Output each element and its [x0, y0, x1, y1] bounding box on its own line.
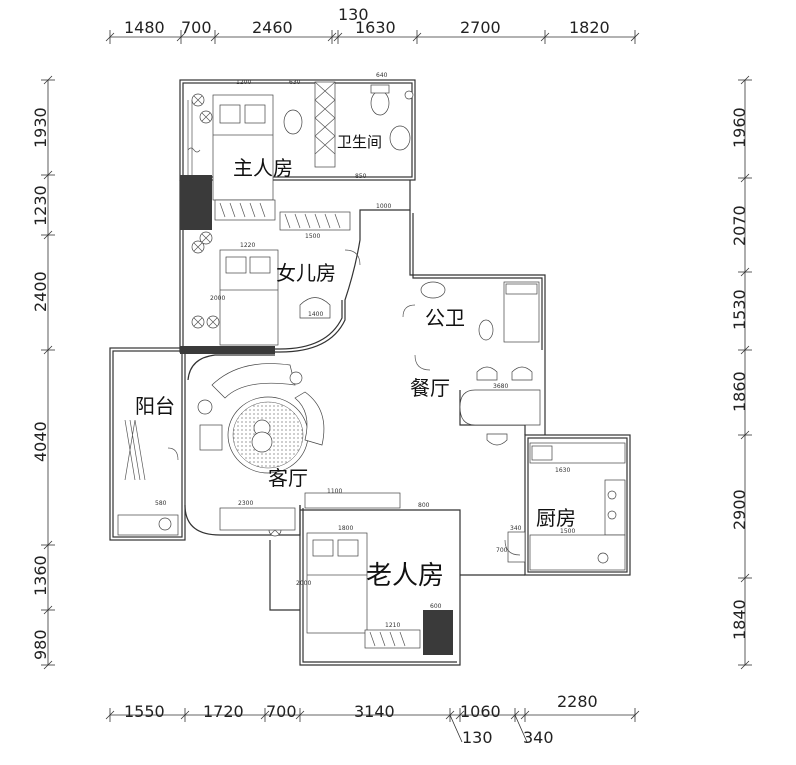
master-wall-heater — [187, 100, 201, 175]
daughter-wardrobe — [279, 211, 351, 231]
master-toilet — [283, 109, 303, 135]
dim-right-3: 1530 — [730, 289, 749, 330]
tiny-label: 1800 — [338, 525, 353, 532]
dim-bottom-2: 1720 — [203, 702, 244, 721]
closet-column — [314, 81, 336, 168]
dim-bottom-8: 340 — [523, 728, 554, 747]
room-label-living: 客厅 — [268, 466, 308, 490]
dim-right-5: 2900 — [730, 489, 749, 530]
tiny-label: 1500 — [305, 233, 320, 240]
dim-left-3: 2400 — [31, 271, 50, 312]
dim-top-2: 700 — [181, 18, 212, 37]
tiny-label: 640 — [376, 72, 388, 79]
room-label-kitchen: 厨房 — [536, 506, 576, 530]
tiny-label: 630 — [289, 79, 301, 86]
right-dimension-chain: 1960 2070 1530 1860 2900 1840 — [730, 75, 752, 670]
room-label-public-bath: 公卫 — [425, 306, 465, 330]
dining-set — [459, 366, 541, 446]
tiny-label: 1220 — [240, 242, 255, 249]
tiny-label: 1500 — [560, 528, 575, 535]
tiny-label: 1210 — [385, 622, 400, 629]
left-dimension-chain: 1930 1230 2400 4040 1360 980 — [31, 75, 55, 670]
walls — [109, 79, 631, 666]
dim-right-4: 1860 — [730, 371, 749, 412]
dim-top-4: 130 — [338, 5, 369, 24]
tiny-label: 340 — [510, 525, 522, 532]
black-column-elder — [423, 610, 453, 655]
tiny-label: 1000 — [376, 203, 391, 210]
room-label-bathroom: 卫生间 — [337, 133, 382, 151]
daughter-desk — [299, 297, 331, 319]
tiny-label: 1100 — [327, 488, 342, 495]
tv-cabinet — [219, 507, 296, 531]
dim-bottom-4: 3140 — [354, 702, 395, 721]
dim-left-4: 4040 — [31, 421, 50, 462]
bathroom-fixtures — [370, 84, 414, 151]
dim-bottom-7: 130 — [462, 728, 493, 747]
tiny-label: 3680 — [493, 383, 508, 390]
top-dimension-chain: 1480 700 2460 130 1630 2700 1820 — [105, 5, 640, 44]
dim-bottom-1: 1550 — [124, 702, 165, 721]
dim-right-1: 1960 — [730, 107, 749, 148]
public-bath-fixtures — [420, 281, 540, 343]
dim-top-7: 1820 — [569, 18, 610, 37]
elder-bed — [306, 532, 368, 634]
dim-top-5: 1630 — [355, 18, 396, 37]
dim-top-1: 1480 — [124, 18, 165, 37]
bottom-dimension-chain: 1550 1720 700 3140 1060 2280 130 340 — [105, 692, 640, 747]
balcony-fixtures — [117, 419, 179, 536]
tiny-label: 800 — [418, 502, 430, 509]
black-wall-daughter — [180, 346, 275, 354]
dim-bottom-5: 1060 — [460, 702, 501, 721]
tiny-label: 850 — [355, 173, 367, 180]
room-label-master: 主人房 — [233, 156, 293, 180]
tiny-label: 2000 — [296, 580, 311, 587]
dim-top-3: 2460 — [252, 18, 293, 37]
dim-top-6: 2700 — [460, 18, 501, 37]
room-label-dining: 餐厅 — [410, 376, 450, 400]
shelf-top — [304, 492, 401, 509]
kitchen-fixtures — [507, 442, 626, 571]
tiny-label: 700 — [496, 547, 508, 554]
dim-right-6: 1840 — [730, 599, 749, 640]
master-wardrobe — [214, 199, 276, 221]
daughter-bed — [219, 249, 279, 346]
master-bed — [212, 94, 274, 201]
black-column-left — [180, 175, 212, 230]
dim-left-1: 1930 — [31, 107, 50, 148]
tiny-label: 2300 — [238, 500, 253, 507]
dim-right-2: 2070 — [730, 205, 749, 246]
tiny-label: 1630 — [555, 467, 570, 474]
tiny-label: 600 — [430, 603, 442, 610]
closet-hatch — [314, 81, 336, 155]
tiny-label: 1400 — [308, 311, 323, 318]
room-label-elder: 老人房 — [366, 561, 444, 591]
tiny-label: 580 — [155, 500, 167, 507]
living-furniture — [197, 363, 325, 474]
small-measurements: 1200 630 640 850 1000 1500 1220 2000 140… — [155, 72, 575, 629]
elder-wardrobe — [364, 629, 421, 649]
dim-bottom-3: 700 — [266, 702, 297, 721]
room-label-daughter: 女儿房 — [276, 261, 336, 285]
room-label-balcony: 阳台 — [135, 394, 175, 418]
dim-left-5: 1360 — [31, 555, 50, 596]
dim-left-6: 980 — [31, 629, 50, 660]
dim-left-2: 1230 — [31, 185, 50, 226]
dim-bottom-6: 2280 — [557, 692, 598, 711]
doors — [167, 249, 521, 556]
tiny-label: 2000 — [210, 295, 225, 302]
tiny-label: 1200 — [236, 79, 251, 86]
